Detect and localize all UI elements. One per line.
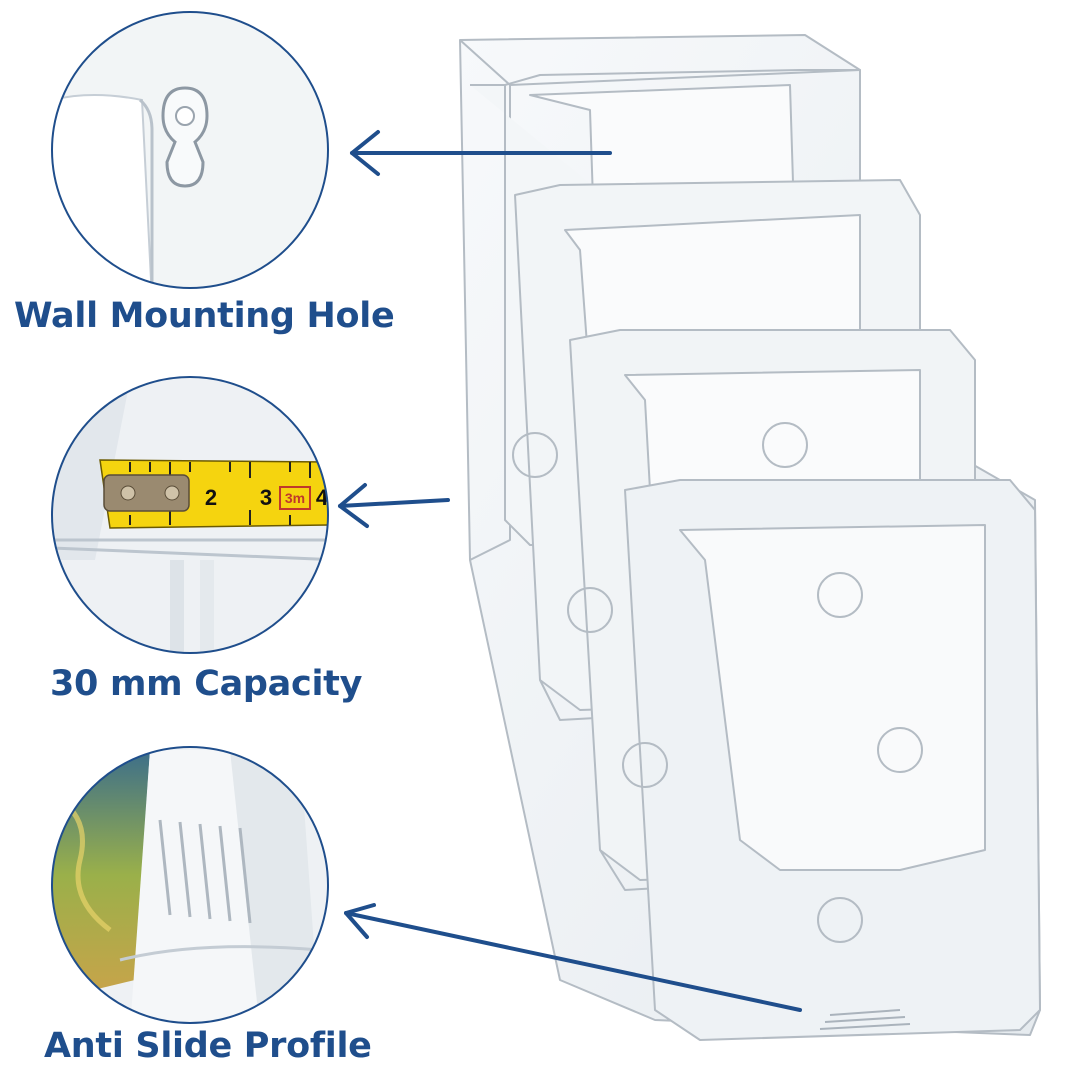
keyhole-detail-icon (161, 86, 209, 188)
caption-capacity: 30 mm Capacity (50, 664, 363, 704)
arrow-anti (344, 911, 802, 1012)
tape-measure: 2 3 3m 4 (99, 459, 328, 529)
tape-mark-3: 3 (260, 485, 272, 510)
callout-arrows (338, 130, 802, 1012)
caption-anti-slide-profile: Anti Slide Profile (44, 1026, 372, 1066)
caption-wall-mounting-hole: Wall Mounting Hole (14, 296, 395, 336)
detail-circle-capacity: 2 3 3m 4 (51, 376, 329, 654)
anti-slide-ridges (158, 819, 252, 924)
detail-circle-anti-slide (51, 746, 329, 1024)
brochure-holder (459, 34, 1041, 1041)
detail-circle-wall (51, 11, 329, 289)
tape-mark-2: 2 (205, 485, 217, 510)
arrow-capacity (338, 498, 450, 508)
tape-mark-3m: 3m (285, 490, 305, 506)
